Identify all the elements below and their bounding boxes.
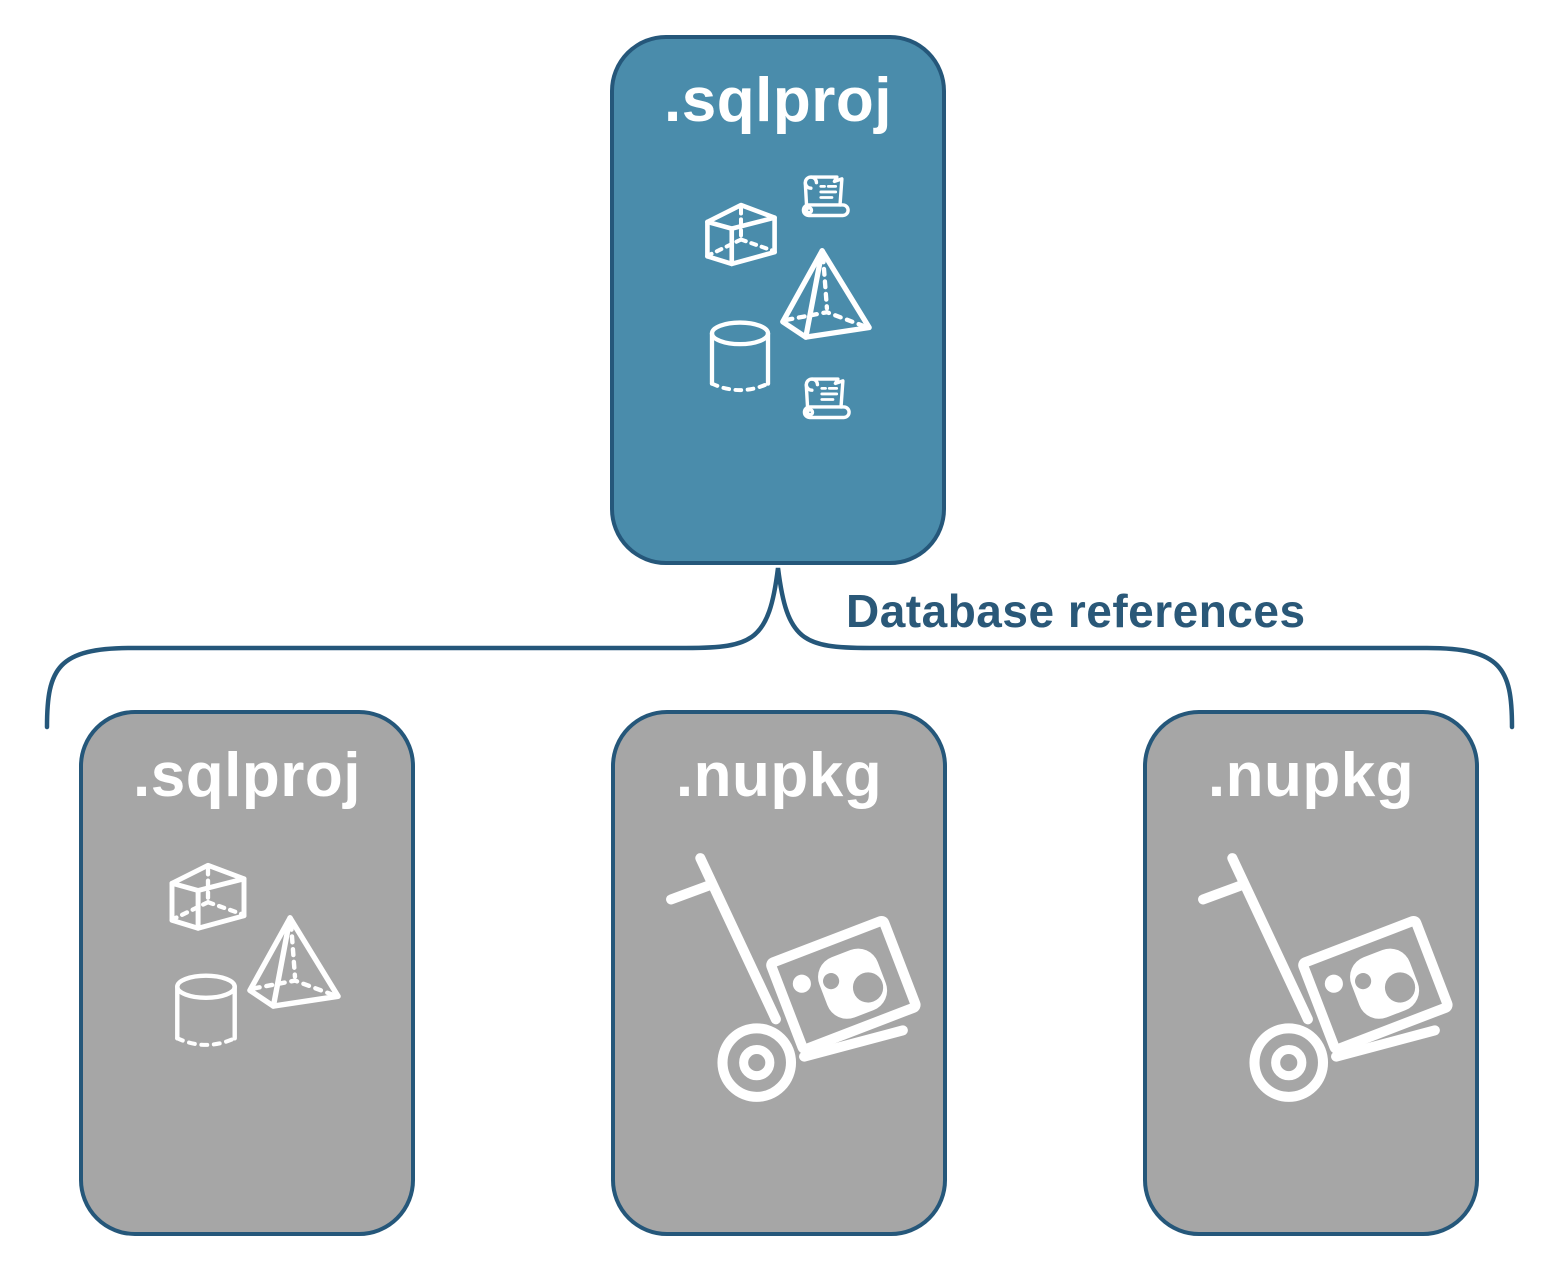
child-node-title: .sqlproj bbox=[133, 741, 361, 810]
cube-icon bbox=[699, 199, 783, 275]
pyramid-icon bbox=[241, 912, 345, 1010]
connector-label: Database references bbox=[846, 585, 1306, 637]
scroll-icon bbox=[801, 175, 850, 218]
cube-icon bbox=[163, 859, 253, 940]
pyramid-icon bbox=[774, 245, 876, 341]
handtruck-package-icon bbox=[1187, 847, 1459, 1109]
cylinder-icon bbox=[704, 319, 776, 398]
node-child-nupkg-1: .nupkg bbox=[611, 710, 947, 1236]
cylinder-icon bbox=[169, 972, 243, 1053]
scroll-icon bbox=[802, 377, 851, 420]
node-child-nupkg-2: .nupkg bbox=[1143, 710, 1479, 1236]
handtruck-package-icon bbox=[655, 847, 927, 1109]
root-node-title: .sqlproj bbox=[664, 66, 892, 135]
child-node-title: .nupkg bbox=[1207, 741, 1415, 810]
child-node-title: .nupkg bbox=[675, 741, 883, 810]
node-root-sqlproj: .sqlproj bbox=[610, 35, 946, 565]
node-child-sqlproj: .sqlproj bbox=[79, 710, 415, 1236]
